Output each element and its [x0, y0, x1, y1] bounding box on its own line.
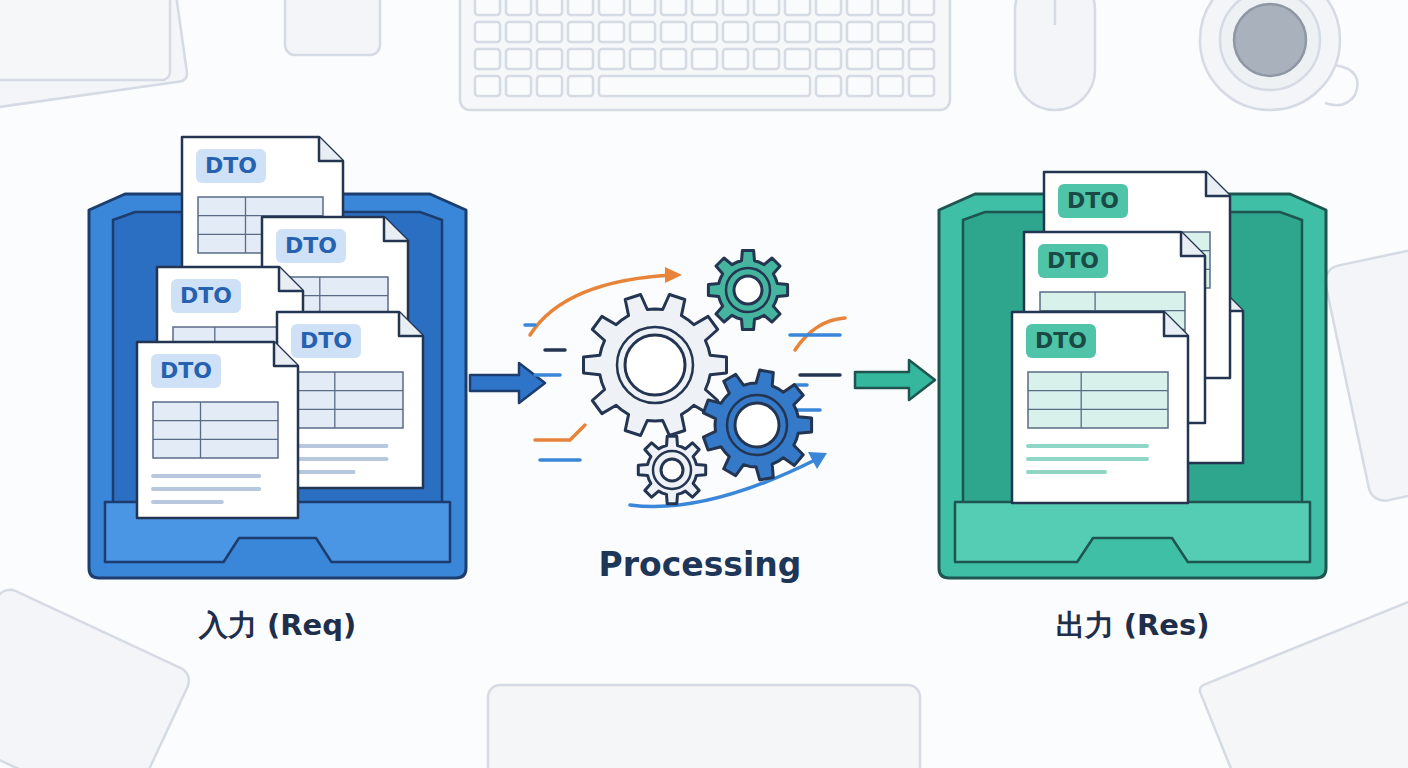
tray-label: 入力 (Req) [199, 606, 356, 646]
document-tray: 入力 (Req)DTODTODTODTODTO [85, 190, 470, 580]
dto-document: DTO [135, 340, 300, 520]
process-label: Processing [599, 545, 802, 584]
tray-label: 出力 (Res) [1056, 606, 1210, 646]
dto-document: DTO [1010, 310, 1190, 505]
dto-badge: DTO [196, 149, 266, 183]
dto-badge: DTO [151, 354, 221, 388]
dto-badge: DTO [171, 279, 241, 313]
dto-badge: DTO [291, 324, 361, 358]
dto-badge: DTO [276, 229, 346, 263]
processing-step: Processing [545, 240, 855, 600]
dto-badge: DTO [1026, 324, 1096, 358]
flow-arrow [855, 360, 935, 400]
dto-badge: DTO [1058, 184, 1128, 218]
document-tray: 出力 (Res)DTODTODTO [935, 190, 1330, 580]
flow-arrow [470, 363, 545, 403]
dto-badge: DTO [1038, 244, 1108, 278]
